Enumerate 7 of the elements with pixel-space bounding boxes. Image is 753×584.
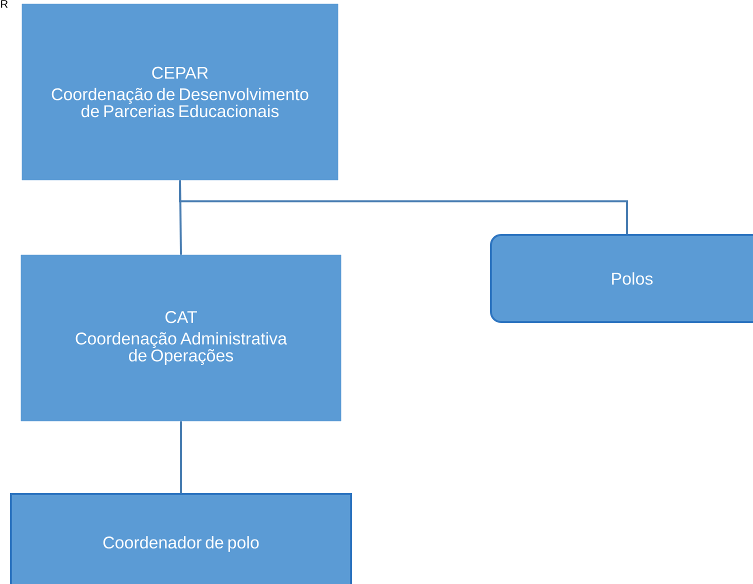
org-box: Coordenador de polo bbox=[10, 493, 352, 584]
org-box: CEPAR Coordenação de Desenvolvimento de Parcerias Educacionais bbox=[22, 4, 338, 180]
connector-line bbox=[180, 421, 182, 493]
fragment-text: R bbox=[1, 0, 8, 8]
org-box: CAT Coordenação Administrativa de Operações bbox=[20, 254, 342, 422]
rounded-box: Polos bbox=[490, 234, 753, 323]
connector-line bbox=[179, 180, 182, 255]
